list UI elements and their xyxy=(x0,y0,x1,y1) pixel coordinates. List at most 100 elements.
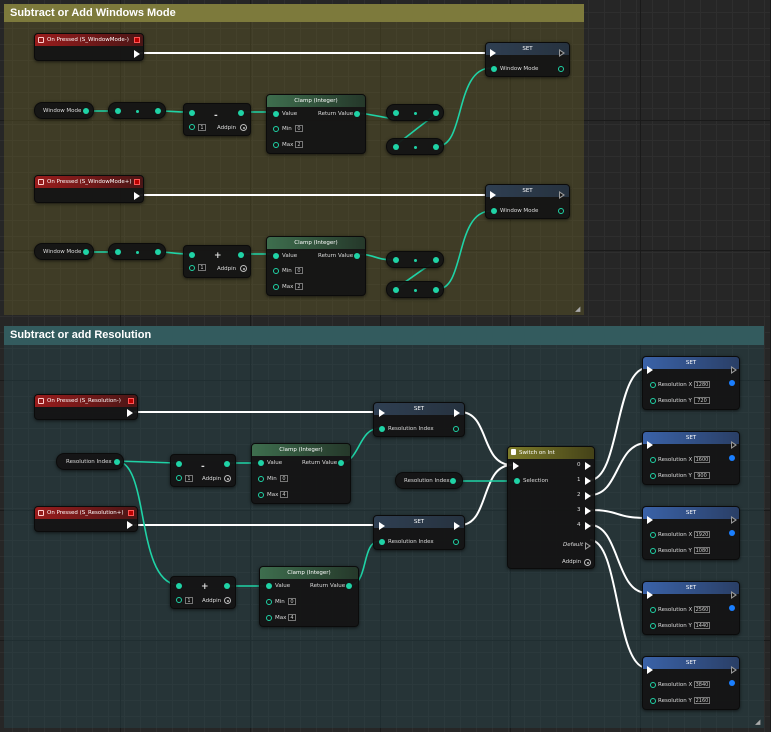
resolution-index-pin[interactable] xyxy=(379,539,385,545)
exec-out-pin[interactable] xyxy=(559,49,565,57)
exec-in-pin[interactable] xyxy=(647,666,653,674)
reroute-in-pin[interactable] xyxy=(393,144,399,150)
subtract-node[interactable]: - 1 Addpin xyxy=(183,103,251,136)
exec-in-pin[interactable] xyxy=(379,409,385,417)
resolution-x-pin[interactable] xyxy=(650,532,656,538)
exec-out-pin[interactable] xyxy=(127,521,133,529)
resolution-out-pin[interactable] xyxy=(729,455,735,461)
exec-out-pin[interactable] xyxy=(134,192,140,200)
resolution-x-input[interactable]: 1920 xyxy=(694,531,710,538)
exec-out-pin[interactable] xyxy=(731,666,737,674)
subtract-operand-input[interactable]: 1 xyxy=(185,475,193,482)
set-node-window-mode[interactable]: SET Window Mode xyxy=(485,184,570,219)
set-node-resolution[interactable]: SET Resolution X 1920 Resolution Y 1080 xyxy=(642,506,740,560)
max-input[interactable]: 4 xyxy=(288,614,296,621)
subtract-operand-input[interactable]: 1 xyxy=(198,124,206,131)
exec-in-pin[interactable] xyxy=(647,366,653,374)
add-in-b-pin[interactable] xyxy=(189,265,195,271)
exec-out-pin[interactable] xyxy=(731,366,737,374)
resolution-x-pin[interactable] xyxy=(650,457,656,463)
getter-node-window-mode[interactable]: Window Mode xyxy=(34,243,94,260)
reroute-in-pin[interactable] xyxy=(115,108,121,114)
set-node-resolution[interactable]: SET Resolution X 3840 Resolution Y 2160 xyxy=(642,656,740,710)
window-mode-out-pin[interactable] xyxy=(558,208,564,214)
return-value-pin[interactable] xyxy=(338,460,344,466)
add-pin-icon[interactable] xyxy=(584,559,591,566)
resolution-out-pin[interactable] xyxy=(729,380,735,386)
event-header[interactable]: On Pressed (S_WindowMode+) xyxy=(35,176,143,188)
subtract-node[interactable]: - 1 Addpin xyxy=(170,454,236,487)
clamp-value-pin[interactable] xyxy=(258,460,264,466)
resolution-index-pin[interactable] xyxy=(379,426,385,432)
reroute-in-pin[interactable] xyxy=(393,287,399,293)
clamp-max-pin[interactable] xyxy=(273,284,279,290)
resolution-y-input[interactable]: 1440 xyxy=(694,622,710,629)
add-pin-icon[interactable] xyxy=(224,597,231,604)
clamp-value-pin[interactable] xyxy=(266,583,272,589)
case-1-pin[interactable] xyxy=(585,477,591,485)
getter-node-window-mode[interactable]: Window Mode xyxy=(34,102,94,119)
case-0-pin[interactable] xyxy=(585,462,591,470)
resolution-y-input[interactable]: 720 xyxy=(694,397,710,404)
exec-out-pin[interactable] xyxy=(127,409,133,417)
resolution-x-input[interactable]: 1280 xyxy=(694,381,710,388)
clamp-max-pin[interactable] xyxy=(266,615,272,621)
resolution-x-input[interactable]: 1600 xyxy=(694,456,710,463)
selection-pin[interactable] xyxy=(514,478,520,484)
case-4-pin[interactable] xyxy=(585,522,591,530)
event-header[interactable]: On Pressed (S_WindowMode-) xyxy=(35,34,143,46)
reroute-node[interactable] xyxy=(386,251,444,268)
reroute-out-pin[interactable] xyxy=(155,249,161,255)
add-pin-icon[interactable] xyxy=(240,124,247,131)
case-3-pin[interactable] xyxy=(585,507,591,515)
resolution-y-pin[interactable] xyxy=(650,623,656,629)
reroute-node[interactable] xyxy=(108,243,166,260)
subtract-out-pin[interactable] xyxy=(238,110,244,116)
exec-in-pin[interactable] xyxy=(490,191,496,199)
clamp-node[interactable]: Clamp (Integer) Value Return Value Min 0… xyxy=(259,566,359,627)
event-node-window-mode-plus[interactable]: On Pressed (S_WindowMode+) xyxy=(34,175,144,203)
set-node-resolution[interactable]: SET Resolution X 1600 Resolution Y 900 xyxy=(642,431,740,485)
min-input[interactable]: 0 xyxy=(295,267,303,274)
reroute-node[interactable] xyxy=(108,102,166,119)
resize-handle-icon[interactable]: ◢ xyxy=(755,718,761,726)
set-node-window-mode[interactable]: SET Window Mode xyxy=(485,42,570,77)
reroute-out-pin[interactable] xyxy=(433,110,439,116)
add-out-pin[interactable] xyxy=(238,252,244,258)
add-operand-input[interactable]: 1 xyxy=(185,597,193,604)
case-2-pin[interactable] xyxy=(585,492,591,500)
return-value-pin[interactable] xyxy=(354,253,360,259)
getter-node-resolution-index[interactable]: Resolution Index xyxy=(395,472,463,489)
comment-title[interactable]: Subtract or Add Windows Mode xyxy=(4,4,584,22)
reroute-node[interactable] xyxy=(386,138,444,155)
resolution-y-pin[interactable] xyxy=(650,398,656,404)
clamp-min-pin[interactable] xyxy=(258,476,264,482)
add-pin-icon[interactable] xyxy=(240,265,247,272)
exec-in-pin[interactable] xyxy=(513,462,519,470)
window-mode-out-pin[interactable] xyxy=(83,249,89,255)
exec-out-pin[interactable] xyxy=(731,591,737,599)
exec-in-pin[interactable] xyxy=(647,516,653,524)
resolution-index-out-pin[interactable] xyxy=(453,539,459,545)
event-node-resolution-plus[interactable]: On Pressed (S_Resolution+) xyxy=(34,506,138,532)
resolution-x-input[interactable]: 2560 xyxy=(694,606,710,613)
subtract-in-a-pin[interactable] xyxy=(176,461,182,467)
add-in-a-pin[interactable] xyxy=(176,583,182,589)
max-input[interactable]: 2 xyxy=(295,141,303,148)
reroute-node[interactable] xyxy=(386,104,444,121)
resolution-index-out-pin[interactable] xyxy=(450,478,456,484)
resolution-y-pin[interactable] xyxy=(650,548,656,554)
event-node-window-mode-minus[interactable]: On Pressed (S_WindowMode-) xyxy=(34,33,144,61)
min-input[interactable]: 0 xyxy=(288,598,296,605)
max-input[interactable]: 2 xyxy=(295,283,303,290)
resolution-x-pin[interactable] xyxy=(650,607,656,613)
clamp-node[interactable]: Clamp (Integer) Value Return Value Min 0… xyxy=(251,443,351,504)
clamp-value-pin[interactable] xyxy=(273,253,279,259)
reroute-out-pin[interactable] xyxy=(433,287,439,293)
exec-in-pin[interactable] xyxy=(490,49,496,57)
min-input[interactable]: 0 xyxy=(280,475,288,482)
subtract-in-a-pin[interactable] xyxy=(189,110,195,116)
resolution-y-input[interactable]: 900 xyxy=(694,472,710,479)
resolution-y-pin[interactable] xyxy=(650,698,656,704)
resolution-index-out-pin[interactable] xyxy=(114,459,120,465)
